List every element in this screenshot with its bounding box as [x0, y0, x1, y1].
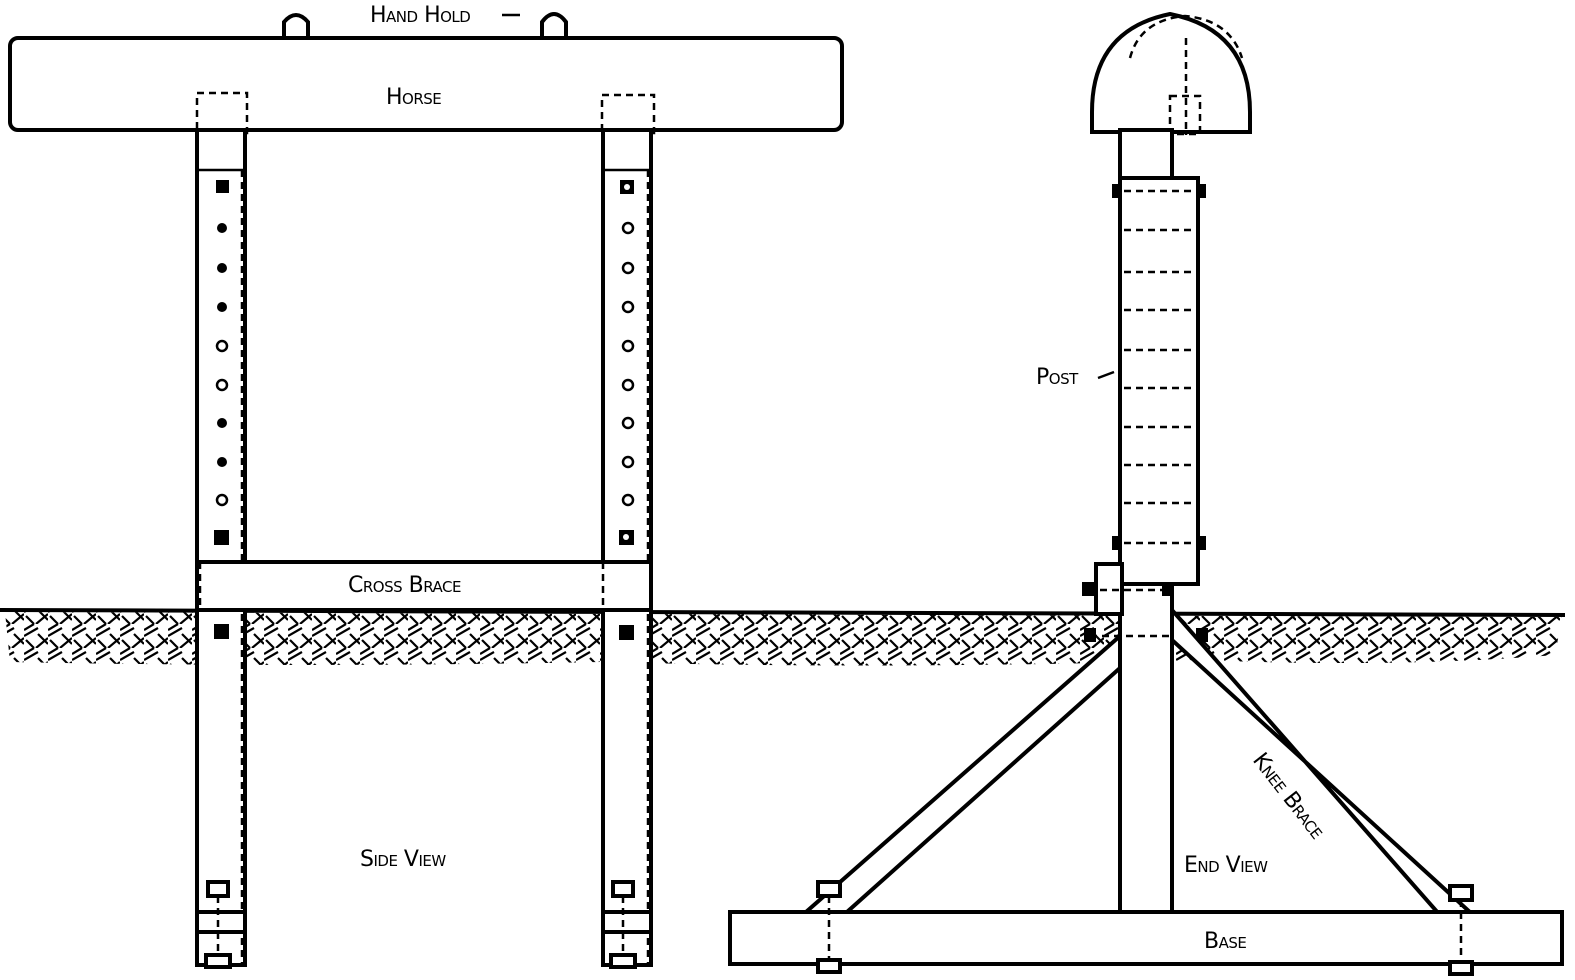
horse-beam — [8, 36, 844, 132]
label-horse: Horse — [386, 85, 441, 110]
base — [728, 910, 1564, 966]
end-view: Post Knee Brace End View Base — [728, 11, 1564, 976]
label-post: Post — [1036, 365, 1079, 390]
label-base: Base — [1204, 929, 1246, 954]
base-bolt-left — [816, 880, 842, 974]
base-bolt-right — [1448, 884, 1474, 976]
label-end-view: End View — [1184, 853, 1268, 878]
label-cross-brace: Cross Brace — [348, 573, 461, 598]
knee-brace-left — [801, 631, 1122, 923]
right-leg — [601, 128, 653, 969]
post-leader — [1097, 370, 1115, 380]
label-side-view: Side View — [360, 847, 446, 872]
post-rung-plate — [1112, 176, 1206, 586]
left-leg — [195, 128, 247, 969]
horse-end-section — [1090, 11, 1252, 134]
label-knee-brace: Knee Brace — [1247, 748, 1329, 843]
side-view: Hand Hold Horse Cross Brace Side View — [8, 3, 844, 969]
right-leg-tenon — [600, 93, 656, 135]
cross-brace — [195, 560, 653, 612]
label-hand-hold: Hand Hold — [370, 3, 470, 28]
